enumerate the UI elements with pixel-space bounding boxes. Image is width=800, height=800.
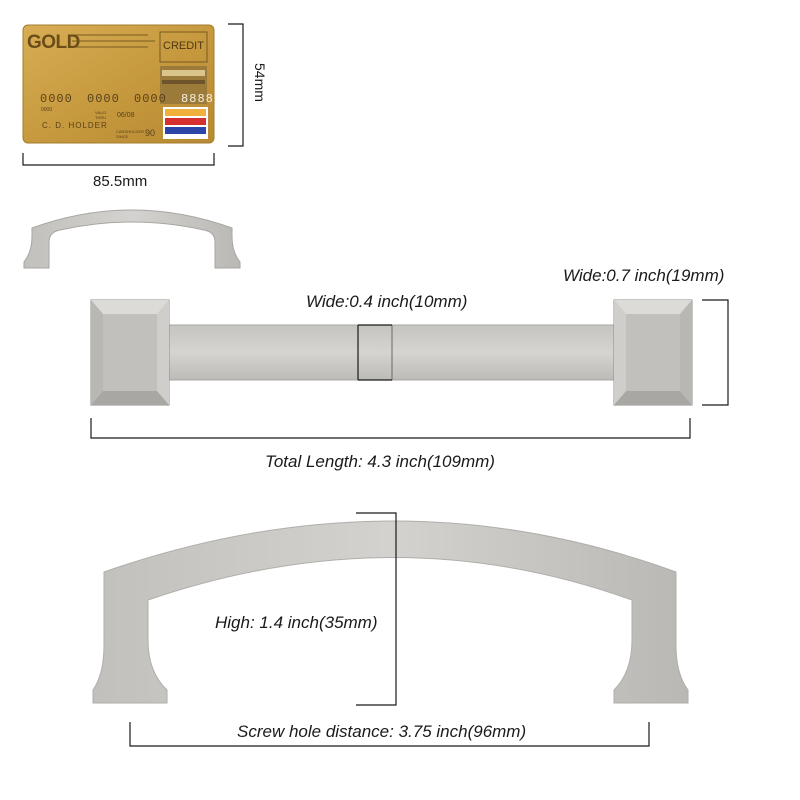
- handle-large-side-view: [92, 513, 689, 704]
- height-label: High: 1.4 inch(35mm): [215, 613, 378, 632]
- screw-distance-label: Screw hole distance: 3.75 inch(96mm): [237, 722, 527, 741]
- base-width-label: Wide:0.7 inch(19mm): [563, 266, 725, 285]
- credit-card: [22, 24, 215, 144]
- card-number: 0000 0000 0000 8888: [40, 92, 214, 106]
- card-type-label: CREDIT: [163, 40, 204, 52]
- card-valid-label: VALID THRU: [95, 110, 107, 120]
- card-brand: GOLD: [27, 32, 80, 53]
- total-length-label: Total Length: 4.3 inch(109mm): [265, 452, 495, 471]
- card-member-since-label: CARDHOLDER SINCE: [116, 129, 145, 139]
- card-small-code: 0000: [41, 107, 53, 113]
- card-dimension-lines: [22, 23, 244, 166]
- card-number-group: 0000: [87, 92, 120, 106]
- card-valid-date: 06/08: [117, 112, 135, 119]
- card-member-since: 90: [145, 128, 156, 138]
- card-width-label: 85.5mm: [93, 173, 148, 190]
- card-height-label: 54mm: [252, 63, 268, 102]
- handle-top-view: [90, 299, 693, 406]
- top-view-dimension-lines: [90, 299, 729, 439]
- card-number-group: 8888: [181, 92, 214, 106]
- card-number-group: 0000: [134, 92, 167, 106]
- card-holder-name: C. D. HOLDER: [42, 121, 108, 130]
- side-view-dimension-lines: [129, 512, 650, 747]
- bar-width-label: Wide:0.4 inch(10mm): [306, 292, 468, 311]
- credit-box: [159, 31, 208, 63]
- card-number-group: 0000: [40, 92, 73, 106]
- handle-small-side-view: [23, 209, 241, 269]
